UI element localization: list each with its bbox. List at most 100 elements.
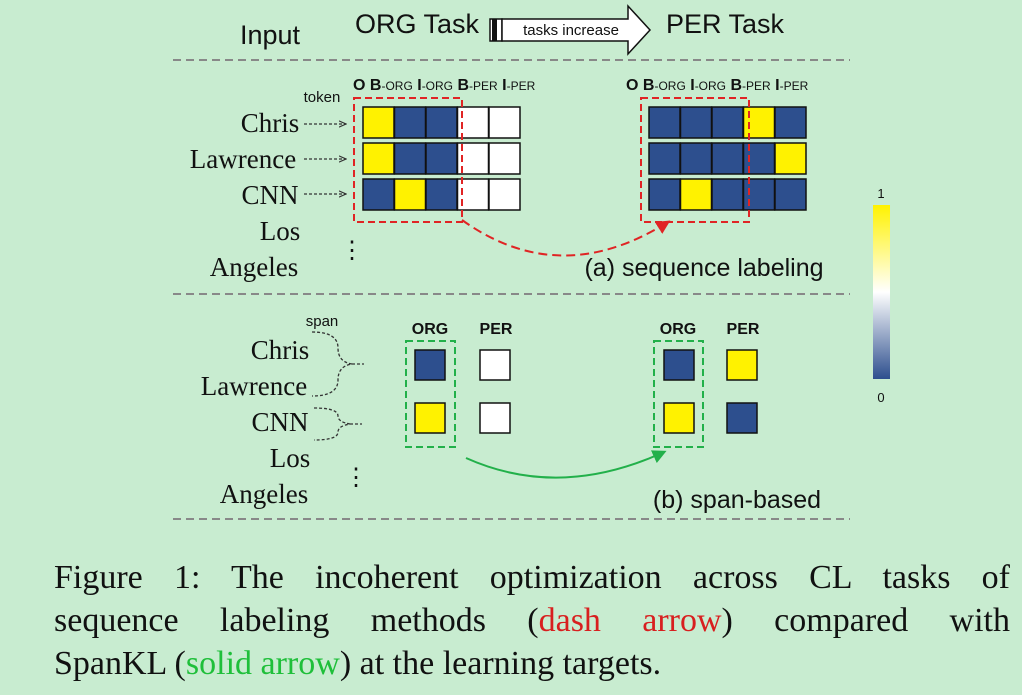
caption-dash-arrow-text: dash arrow <box>538 602 722 639</box>
seq-cell <box>362 178 395 211</box>
seq-cell <box>711 106 744 139</box>
seq-left-grid <box>362 106 521 211</box>
seq-section: token O B-ORG I-ORG B-PER I-PER O B-ORG … <box>190 77 824 282</box>
colorbar: 1 0 <box>873 186 890 405</box>
seq-cell <box>393 106 427 139</box>
span-cell <box>479 349 511 381</box>
column-header-main: O <box>353 77 365 94</box>
tasks-increase-arrow <box>489 4 652 56</box>
column-header-sub: -PER <box>742 79 771 93</box>
seq-right-column-headers: O B-ORG I-ORG B-PER I-PER <box>626 77 809 94</box>
seq-right-grid <box>648 106 807 211</box>
tasks-increase-label: tasks increase <box>523 22 619 39</box>
span-label: span <box>306 313 339 330</box>
column-header-main: B <box>453 77 469 94</box>
span-token: Chris <box>251 335 310 365</box>
seq-cell <box>488 142 521 175</box>
seq-cell <box>648 142 681 175</box>
seq-token: Los <box>260 216 301 246</box>
span-token: Lawrence <box>201 371 307 401</box>
token-arrows <box>304 124 346 194</box>
seq-cell <box>648 178 681 211</box>
span-column-headers: ORG PER ORG PER <box>412 321 760 338</box>
column-header-main: I <box>686 77 695 94</box>
span-left-grid <box>414 349 511 434</box>
seq-cell <box>679 178 713 211</box>
span-column-header: ORG <box>412 321 448 338</box>
caption-line-1: Figure 1: The incoherent optimization ac… <box>54 559 1010 596</box>
caption-line-2: sequence labeling methods (dash arrow) c… <box>54 599 1010 642</box>
span-section-label: (b) span-based <box>653 486 821 514</box>
seq-ellipsis: ⋮ <box>340 238 364 264</box>
span-column-header: PER <box>480 321 513 338</box>
column-header-sub: -ORG <box>695 79 726 93</box>
column-header-row: O B-ORG I-ORG B-PER I-PER <box>353 77 536 94</box>
span-right-highlight-box <box>653 340 704 448</box>
column-header-main: B <box>365 77 381 94</box>
caption-line-3-pre: SpanKL ( <box>54 645 186 682</box>
seq-cell <box>711 142 744 175</box>
span-cell <box>726 402 758 434</box>
seq-right-highlight-box <box>640 97 750 223</box>
per-task-label: PER Task <box>666 9 785 39</box>
seq-cell <box>425 106 458 139</box>
seq-cell <box>774 106 807 139</box>
seq-cell <box>425 178 458 211</box>
seq-left-column-headers: O B-ORG I-ORG B-PER I-PER <box>353 77 536 94</box>
seq-cell <box>488 178 521 211</box>
span-left-highlight-box <box>405 340 456 448</box>
seq-cell <box>711 178 744 211</box>
span-token: CNN <box>251 407 308 437</box>
seq-cell <box>393 178 427 211</box>
seq-cell <box>362 106 395 139</box>
column-header-main: I <box>498 77 507 94</box>
seq-section-label: (a) sequence labeling <box>584 254 823 282</box>
span-token: Angeles <box>220 479 308 509</box>
span-cell <box>726 349 758 381</box>
column-header-row: O B-ORG I-ORG B-PER I-PER <box>626 77 809 94</box>
seq-token: Lawrence <box>190 144 296 174</box>
span-ellipsis: ⋮ <box>344 465 368 491</box>
seq-cell <box>774 178 807 211</box>
colorbar-min-label: 0 <box>877 390 884 405</box>
span-cell <box>414 402 446 434</box>
caption-line-2-post: ) compared with <box>721 602 1010 639</box>
figure-diagram: Input ORG Task tasks increase PER Task t… <box>173 4 890 520</box>
column-header-main: I <box>771 77 780 94</box>
seq-cell <box>679 142 713 175</box>
caption-line-3: SpanKL (solid arrow) at the learning tar… <box>54 642 1010 685</box>
seq-cell <box>648 106 681 139</box>
column-header-main: I <box>413 77 422 94</box>
caption-line-3-post: ) at the learning targets. <box>339 645 662 682</box>
figure-caption: Figure 1: The incoherent optimization ac… <box>54 556 1010 685</box>
caption-line-2-pre: sequence labeling methods ( <box>54 602 539 639</box>
token-label: token <box>304 89 341 106</box>
seq-cell <box>488 106 521 139</box>
span-token: Los <box>270 443 311 473</box>
colorbar-max-label: 1 <box>877 186 884 201</box>
column-header-sub: -ORG <box>654 79 685 93</box>
seq-cell <box>393 142 427 175</box>
seq-cell <box>679 106 713 139</box>
column-header-main: B <box>726 77 742 94</box>
seq-cell <box>774 142 807 175</box>
span-column-header: ORG <box>660 321 696 338</box>
column-header-main: O <box>626 77 638 94</box>
span-column-header: PER <box>727 321 760 338</box>
seq-token: CNN <box>241 180 298 210</box>
seq-token: Angeles <box>210 252 298 282</box>
column-header-main: B <box>638 77 654 94</box>
column-header-sub: -PER <box>469 79 498 93</box>
seq-left-highlight-box <box>353 97 463 223</box>
colorbar-gradient <box>873 205 890 379</box>
column-header-sub: -PER <box>780 79 809 93</box>
column-header-sub: -PER <box>507 79 536 93</box>
span-right-grid <box>663 349 758 434</box>
org-task-label: ORG Task <box>355 9 480 39</box>
seq-cell <box>425 142 458 175</box>
span-cell <box>479 402 511 434</box>
span-braces <box>311 331 364 441</box>
span-cell <box>663 349 695 381</box>
